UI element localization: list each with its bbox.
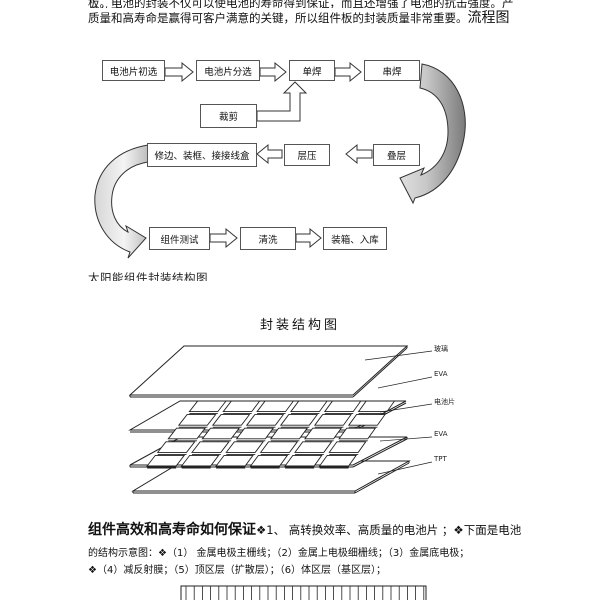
solar-cell — [201, 427, 241, 440]
quality-heading: 组件高效和高寿命如何保证❖1、 高转换效率、高质量的电池片 ；❖下面是电池 — [88, 520, 528, 540]
solar-cell — [290, 400, 328, 413]
solar-cell — [318, 454, 357, 467]
solar-cell — [191, 441, 230, 453]
intro-text: 板。电池的封装不仅可以使电池的寿命得到保证，而且还增强了电池的抗击强度。产品的高… — [88, 0, 518, 28]
solar-cell — [235, 427, 275, 440]
solar-cell — [180, 454, 220, 467]
solar-cell — [294, 441, 333, 453]
flow-arrow — [209, 227, 322, 249]
flow-step-trim-frame-junction: 修边、装框、接接线盒 — [147, 143, 257, 167]
label-tpt: TPT — [434, 455, 447, 463]
solar-cell — [225, 441, 264, 453]
flow-step-cell-sort: 电池片分选 — [196, 60, 260, 81]
flow-arrow — [256, 143, 373, 165]
flow-curve-right — [399, 63, 466, 205]
solar-cell — [304, 427, 343, 440]
solar-cell — [284, 454, 323, 467]
flow-step-module-test: 组件测试 — [149, 227, 210, 250]
flow-arrow — [164, 61, 362, 83]
solar-cell — [256, 400, 295, 413]
solar-cell — [338, 427, 377, 440]
flow-arrow-bent — [256, 81, 308, 122]
flow-curve-left — [94, 144, 149, 259]
quality-heading-title: 组件高效和高寿命如何保证 — [88, 522, 256, 538]
solar-cell — [222, 400, 261, 413]
solar-cell — [188, 400, 227, 413]
solar-cell — [215, 454, 254, 467]
intro-line-1: 板。电池的封装不仅可以使电池的寿命得到保证，而且还增强了电池的抗击强度。产品的高 — [88, 0, 514, 8]
solar-cell — [146, 454, 186, 467]
solar-cell — [328, 441, 367, 453]
intro-line-2-text: 质量和高寿命是赢得可客户满意的关键，所以组件板的封装质量非常重要。 — [88, 11, 468, 25]
solar-cell — [357, 400, 396, 413]
label-glass: 玻璃 — [434, 345, 448, 353]
solar-cell — [156, 441, 196, 453]
flow-step-string-weld: 串焊 — [364, 60, 420, 81]
solar-cell — [279, 414, 319, 426]
solar-cell — [245, 414, 285, 426]
flow-step-single-weld: 单焊 — [289, 60, 335, 81]
label-cells: 电池片 — [434, 398, 455, 406]
quality-heading-rest: ❖1、 高转换效率、高质量的电池片 ；❖下面是电池 — [256, 523, 522, 537]
solar-cell — [323, 400, 362, 413]
quality-line-3: ❖（4）减反射膜；（5）顶区层（扩散层）；（6）体区层（基区层）； — [88, 565, 387, 576]
solar-cell — [167, 427, 207, 440]
solar-cell — [211, 414, 251, 426]
flow-step-laminate: 层压 — [284, 144, 330, 166]
flow-step-cutting: 裁剪 — [200, 104, 257, 128]
flow-step-clean: 清洗 — [240, 227, 296, 250]
solar-cell — [249, 454, 289, 467]
quality-line-2: 的结构示意图：❖（1） 金属电极主栅线；（2）金属上电极细栅线；（3）金属底电极… — [88, 548, 470, 559]
solar-cell — [269, 427, 309, 440]
solar-cell — [313, 414, 352, 426]
solar-cell — [347, 414, 386, 426]
intro-line-2: 质量和高寿命是赢得可客户满意的关键，所以组件板的封装质量非常重要。流程图 — [88, 8, 518, 28]
flowchart-label: 流程图 — [467, 10, 510, 26]
solar-cell — [259, 441, 299, 453]
section-title: 太阳能组件封装结构图 — [88, 271, 208, 281]
flowchart-diagram — [94, 61, 466, 259]
label-eva-top: EVA — [434, 370, 448, 378]
flow-step-pack-store: 装箱、入库 — [323, 227, 387, 250]
label-eva-bottom: EVA — [434, 430, 448, 438]
flow-step-cell-preselect: 电池片初选 — [102, 60, 165, 81]
diagram-title: 封装结构图 — [259, 318, 340, 333]
flow-step-stack: 叠层 — [373, 144, 420, 166]
cell-grid — [146, 400, 396, 469]
solar-cell — [177, 414, 217, 426]
